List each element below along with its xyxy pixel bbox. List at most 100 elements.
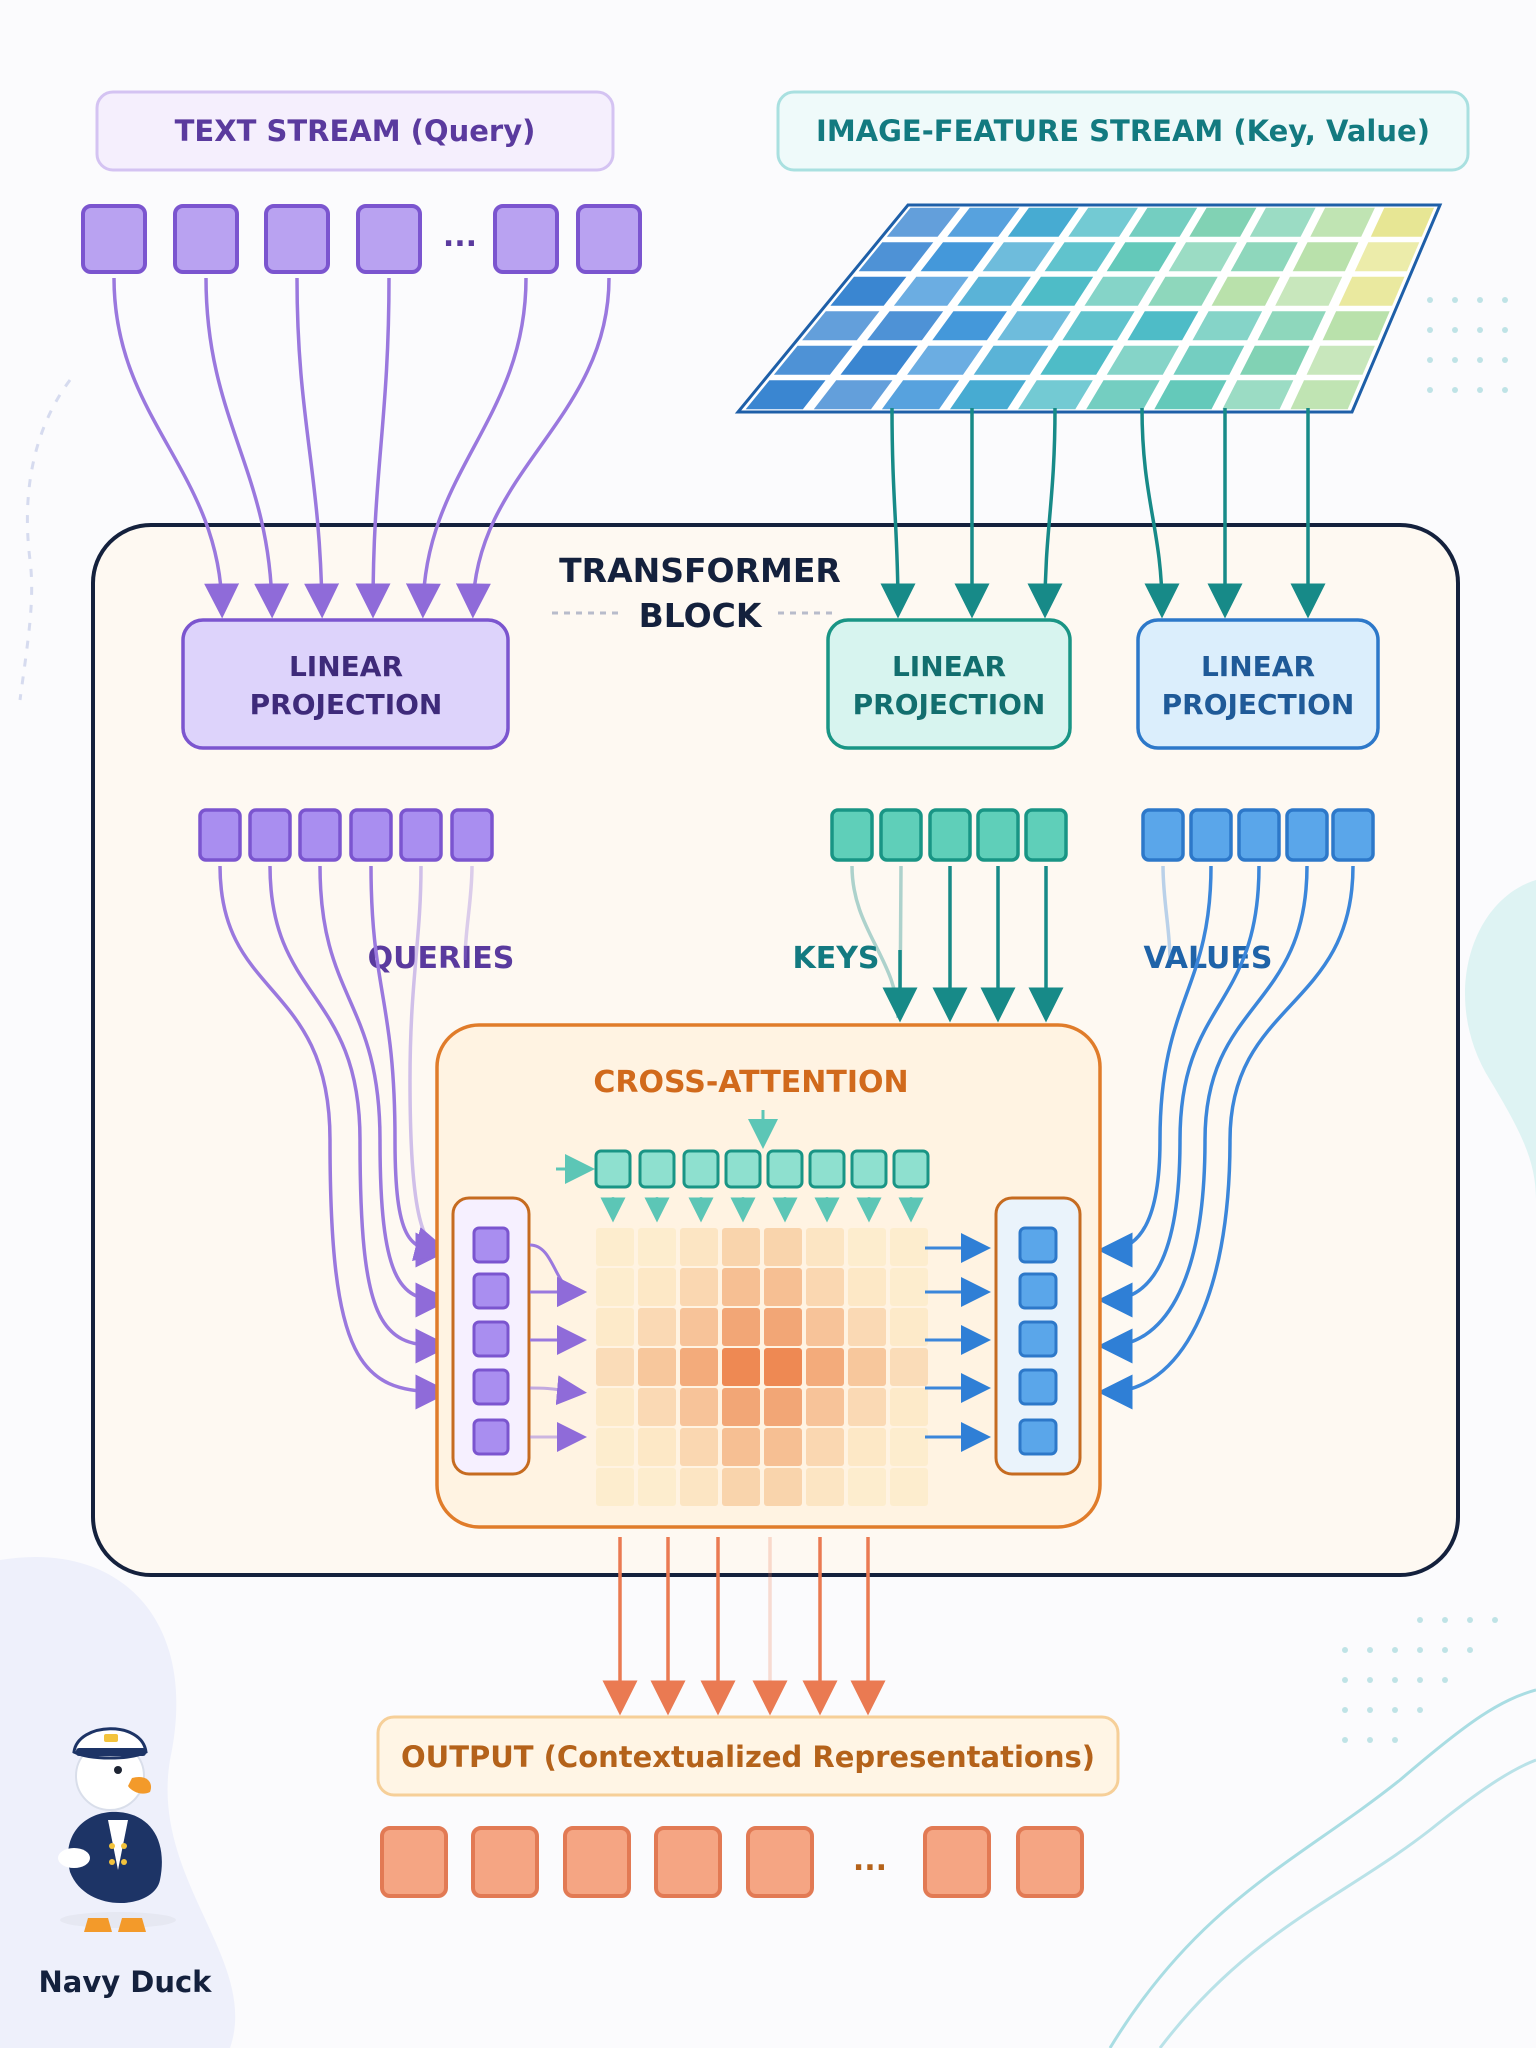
attention-cell <box>806 1468 844 1506</box>
image-patch <box>745 380 826 410</box>
attention-value-token <box>1018 1226 1058 1264</box>
attention-cell <box>596 1468 634 1506</box>
attention-heatmap <box>596 1228 928 1506</box>
text-token <box>264 204 330 274</box>
image-stream-title: IMAGE-FEATURE STREAM (Key, Value) <box>816 114 1430 148</box>
attention-cell <box>680 1308 718 1346</box>
image-patch <box>1354 242 1420 272</box>
image-patch <box>1257 311 1326 341</box>
image-patch <box>1370 207 1435 237</box>
keys-label: KEYS <box>792 941 879 976</box>
image-stream-header: IMAGE-FEATURE STREAM (Key, Value) <box>776 90 1470 172</box>
image-patch <box>881 380 960 410</box>
attention-cell <box>806 1308 844 1346</box>
value-vector <box>1189 808 1233 862</box>
attention-cell <box>722 1468 760 1506</box>
output-token <box>380 1826 448 1898</box>
output-title: OUTPUT (Contextualized Representations) <box>401 1740 1095 1774</box>
output-header: OUTPUT (Contextualized Representations) <box>376 1715 1120 1797</box>
image-patch <box>1154 380 1227 410</box>
attention-value-column <box>994 1196 1082 1476</box>
attention-cell <box>890 1428 928 1466</box>
image-patch <box>1084 276 1156 306</box>
attention-query-token <box>472 1226 510 1264</box>
attention-cell <box>596 1308 634 1346</box>
image-patch <box>830 276 907 306</box>
image-patch <box>773 345 853 375</box>
attention-cell <box>764 1468 802 1506</box>
attention-cell <box>806 1268 844 1306</box>
output-token <box>654 1826 722 1898</box>
attention-value-token <box>1018 1272 1058 1310</box>
image-to-projection-arrows <box>880 407 1326 619</box>
value-vectors <box>1141 808 1375 862</box>
output-token-ellipsis: ... <box>853 1843 887 1878</box>
attention-key-token <box>766 1149 804 1189</box>
image-patch <box>1128 207 1198 237</box>
value-projection: LINEAR PROJECTION <box>1136 618 1380 750</box>
image-patch <box>840 345 918 375</box>
image-patch <box>1148 276 1218 306</box>
image-patch <box>1275 276 1343 306</box>
image-patch <box>893 276 969 306</box>
attention-cell <box>806 1428 844 1466</box>
image-patch <box>1338 276 1405 306</box>
attention-cell <box>596 1428 634 1466</box>
image-patch <box>1044 242 1116 272</box>
attention-key-token <box>724 1149 762 1189</box>
matrix-to-value-arrows <box>925 1233 991 1452</box>
attention-key-drop-arrows <box>600 1197 924 1223</box>
attention-key-token <box>638 1149 676 1189</box>
attention-cell <box>890 1228 928 1266</box>
transformer-title-line2: BLOCK <box>639 596 763 635</box>
attention-query-token <box>472 1272 510 1310</box>
image-patch <box>907 345 984 375</box>
key-vector <box>976 808 1020 862</box>
image-patch <box>920 242 994 272</box>
attention-cell <box>848 1228 886 1266</box>
attention-value-token <box>1018 1368 1058 1406</box>
attention-cell <box>680 1388 718 1426</box>
output-tokens: ... <box>380 1826 1084 1898</box>
attention-cell <box>680 1268 718 1306</box>
attention-cell <box>806 1348 844 1386</box>
attention-cell <box>848 1428 886 1466</box>
attention-cell <box>764 1348 802 1386</box>
query-projection: LINEAR PROJECTION <box>181 618 510 750</box>
attention-cell <box>890 1388 928 1426</box>
value-projection-line2: PROJECTION <box>1162 688 1355 721</box>
key-projection-line1: LINEAR <box>892 650 1006 683</box>
navy-duck-logo: Navy Duck <box>39 1727 212 1999</box>
attention-value-token <box>1018 1418 1058 1456</box>
attention-cell <box>722 1228 760 1266</box>
text-stream-title: TEXT STREAM (Query) <box>175 114 536 148</box>
text-token <box>81 204 147 274</box>
key-vector <box>879 808 923 862</box>
attention-cell <box>638 1228 676 1266</box>
key-flow-arrows <box>850 865 1064 1023</box>
text-token-ellipsis: ... <box>443 219 477 254</box>
key-vector <box>830 808 874 862</box>
image-feature-grid <box>734 203 1443 414</box>
image-patch <box>1007 207 1079 237</box>
attention-cell <box>680 1428 718 1466</box>
image-patch <box>1106 242 1177 272</box>
image-patch <box>1127 311 1199 341</box>
attention-cell <box>848 1468 886 1506</box>
image-patch <box>867 311 944 341</box>
text-to-projection-arrows <box>112 277 611 619</box>
output-token <box>746 1826 814 1898</box>
attention-cell <box>890 1468 928 1506</box>
output-token <box>471 1826 539 1898</box>
attention-cell <box>680 1468 718 1506</box>
image-patch <box>950 380 1026 410</box>
cross-attention-title: CROSS-ATTENTION <box>593 1065 908 1100</box>
image-patch <box>947 207 1020 237</box>
attention-cell <box>848 1308 886 1346</box>
query-projection-line2: PROJECTION <box>250 688 443 721</box>
query-vector <box>399 808 443 862</box>
image-patch <box>997 311 1071 341</box>
attention-cell <box>596 1268 634 1306</box>
image-patch <box>1192 311 1263 341</box>
image-patch <box>1292 242 1359 272</box>
